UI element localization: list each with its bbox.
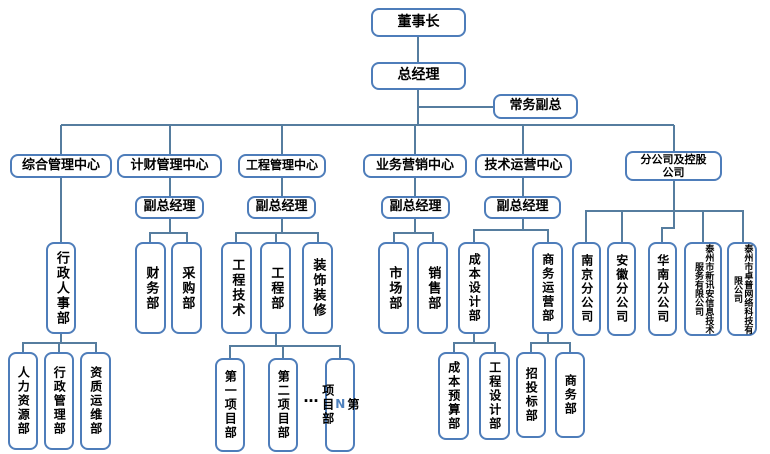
org-node-label: 工程设计部 [487,361,502,431]
org-node-center-marketing: 业务营销中心 [363,154,467,178]
org-node-branch-huanan: 华南分公司 [648,242,677,336]
org-node-center-finance: 计财管理中心 [117,154,222,178]
org-node-dept-qualification-ops: 资质运维部 [80,352,111,450]
accent-char: N [333,397,348,413]
org-node-dept-cost-design: 成本设计部 [458,242,490,334]
org-node-branch-anhui: 安徽分公司 [607,242,636,336]
org-node-dept-project-2: 第二项目部 [268,358,298,452]
connector-line [453,342,496,352]
org-node-label: 财务部 [143,265,159,311]
org-node-project-ellipsis: … [299,388,323,406]
org-node-label: 第一项目部 [223,370,238,440]
org-node-dept-procurement: 采购部 [171,242,202,334]
org-node-label: 安徽分公司 [614,254,629,324]
org-node-label: 华南分公司 [655,254,670,324]
connector-line [149,232,188,242]
org-node-executive-deputy-gm: 常务副总 [493,94,578,119]
org-node-label: 行政人事部 [53,250,69,326]
org-node-company-xinxunan: 泰州市新讯安信息技术服务有限公司 [684,242,722,336]
org-node-label: 成本设计部 [467,253,482,323]
org-node-dept-business: 商务部 [555,352,585,438]
org-node-label: 商务部 [563,374,578,416]
org-node-deputy-gm-engineering: 副总经理 [247,196,316,219]
org-node-center-subsidiaries: 分公司及控股公司 [625,151,722,181]
org-node-deputy-gm-tech: 副总经理 [484,196,561,219]
org-node-dept-bidding: 招投标部 [516,352,546,438]
org-node-label: 第二项目部 [276,370,291,440]
org-node-label: 工程技术 [229,258,245,318]
org-node-label: 副总经理 [389,199,442,215]
org-node-label: 董事长 [397,13,440,30]
org-node-dept-eng-tech: 工程技术 [221,242,252,334]
org-node-label: 泰州市新讯安信息技术服务有限公司 [693,244,714,334]
org-node-dept-hr: 人力资源部 [8,352,38,450]
org-node-chairman: 董事长 [371,8,466,37]
org-node-dept-business-ops: 商务运营部 [532,242,563,334]
org-node-dept-finance: 财务部 [135,242,166,334]
org-node-label: 泰州市卓普网络科技有限公司 [732,244,753,334]
org-node-deputy-gm-finance: 副总经理 [135,196,204,219]
org-node-label: 销售部 [425,265,441,311]
org-node-label: … [303,387,319,406]
org-node-company-zhuopu: 泰州市卓普网络科技有限公司 [727,242,757,336]
org-node-center-admin: 综合管理中心 [10,154,112,178]
org-node-label: 副总经理 [255,199,308,215]
org-node-label: 行政管理部 [52,366,67,436]
org-node-center-tech-ops: 技术运营中心 [475,154,572,178]
org-node-dept-admin-hr: 行政人事部 [46,242,76,334]
org-node-label: 采购部 [179,265,195,311]
org-node-label: 商务运营部 [540,253,555,323]
connector-line [661,211,675,242]
org-node-label: 分公司及控股公司 [640,152,707,179]
org-node-label: 副总经理 [143,199,196,215]
connector-line [473,229,549,242]
org-node-label: 副总经理 [496,199,549,215]
org-node-label: 市场部 [386,265,402,311]
org-node-label: 工程管理中心 [245,158,318,173]
org-node-label: 常务副总 [509,98,562,114]
org-node-dept-admin-mgmt: 行政管理部 [44,352,74,450]
org-node-dept-decoration: 装饰装修 [302,242,333,334]
org-node-label: 计财管理中心 [130,157,209,173]
org-node-label: 招投标部 [524,367,539,423]
org-node-branch-nanjing: 南京分公司 [572,242,601,336]
connector-line [393,232,434,242]
org-node-dept-engineering: 工程部 [260,242,291,334]
org-node-dept-project-1: 第一项目部 [215,358,245,452]
org-node-dept-sales: 销售部 [417,242,448,334]
org-node-label: 总经理 [397,67,440,84]
org-node-general-manager: 总经理 [371,62,466,90]
org-node-label: 综合管理中心 [21,157,100,173]
org-node-dept-cost-budget: 成本预算部 [438,352,469,440]
org-node-label: 技术运营中心 [484,157,563,173]
org-node-label: 业务营销中心 [375,157,454,173]
org-node-center-engineering: 工程管理中心 [238,154,326,178]
org-node-label: 南京分公司 [579,254,594,324]
org-node-label: 成本预算部 [446,361,461,431]
org-node-dept-eng-design: 工程设计部 [479,352,510,440]
org-node-label: 装饰装修 [310,258,326,318]
org-node-label: 工程部 [268,265,284,311]
org-node-label: 资质运维部 [88,366,103,436]
org-node-deputy-gm-marketing: 副总经理 [381,196,450,219]
connector-line [585,210,744,242]
connector-line [530,342,571,352]
org-node-dept-market: 市场部 [378,242,409,334]
org-node-label: 人力资源部 [16,366,31,436]
connector-line [229,345,341,358]
